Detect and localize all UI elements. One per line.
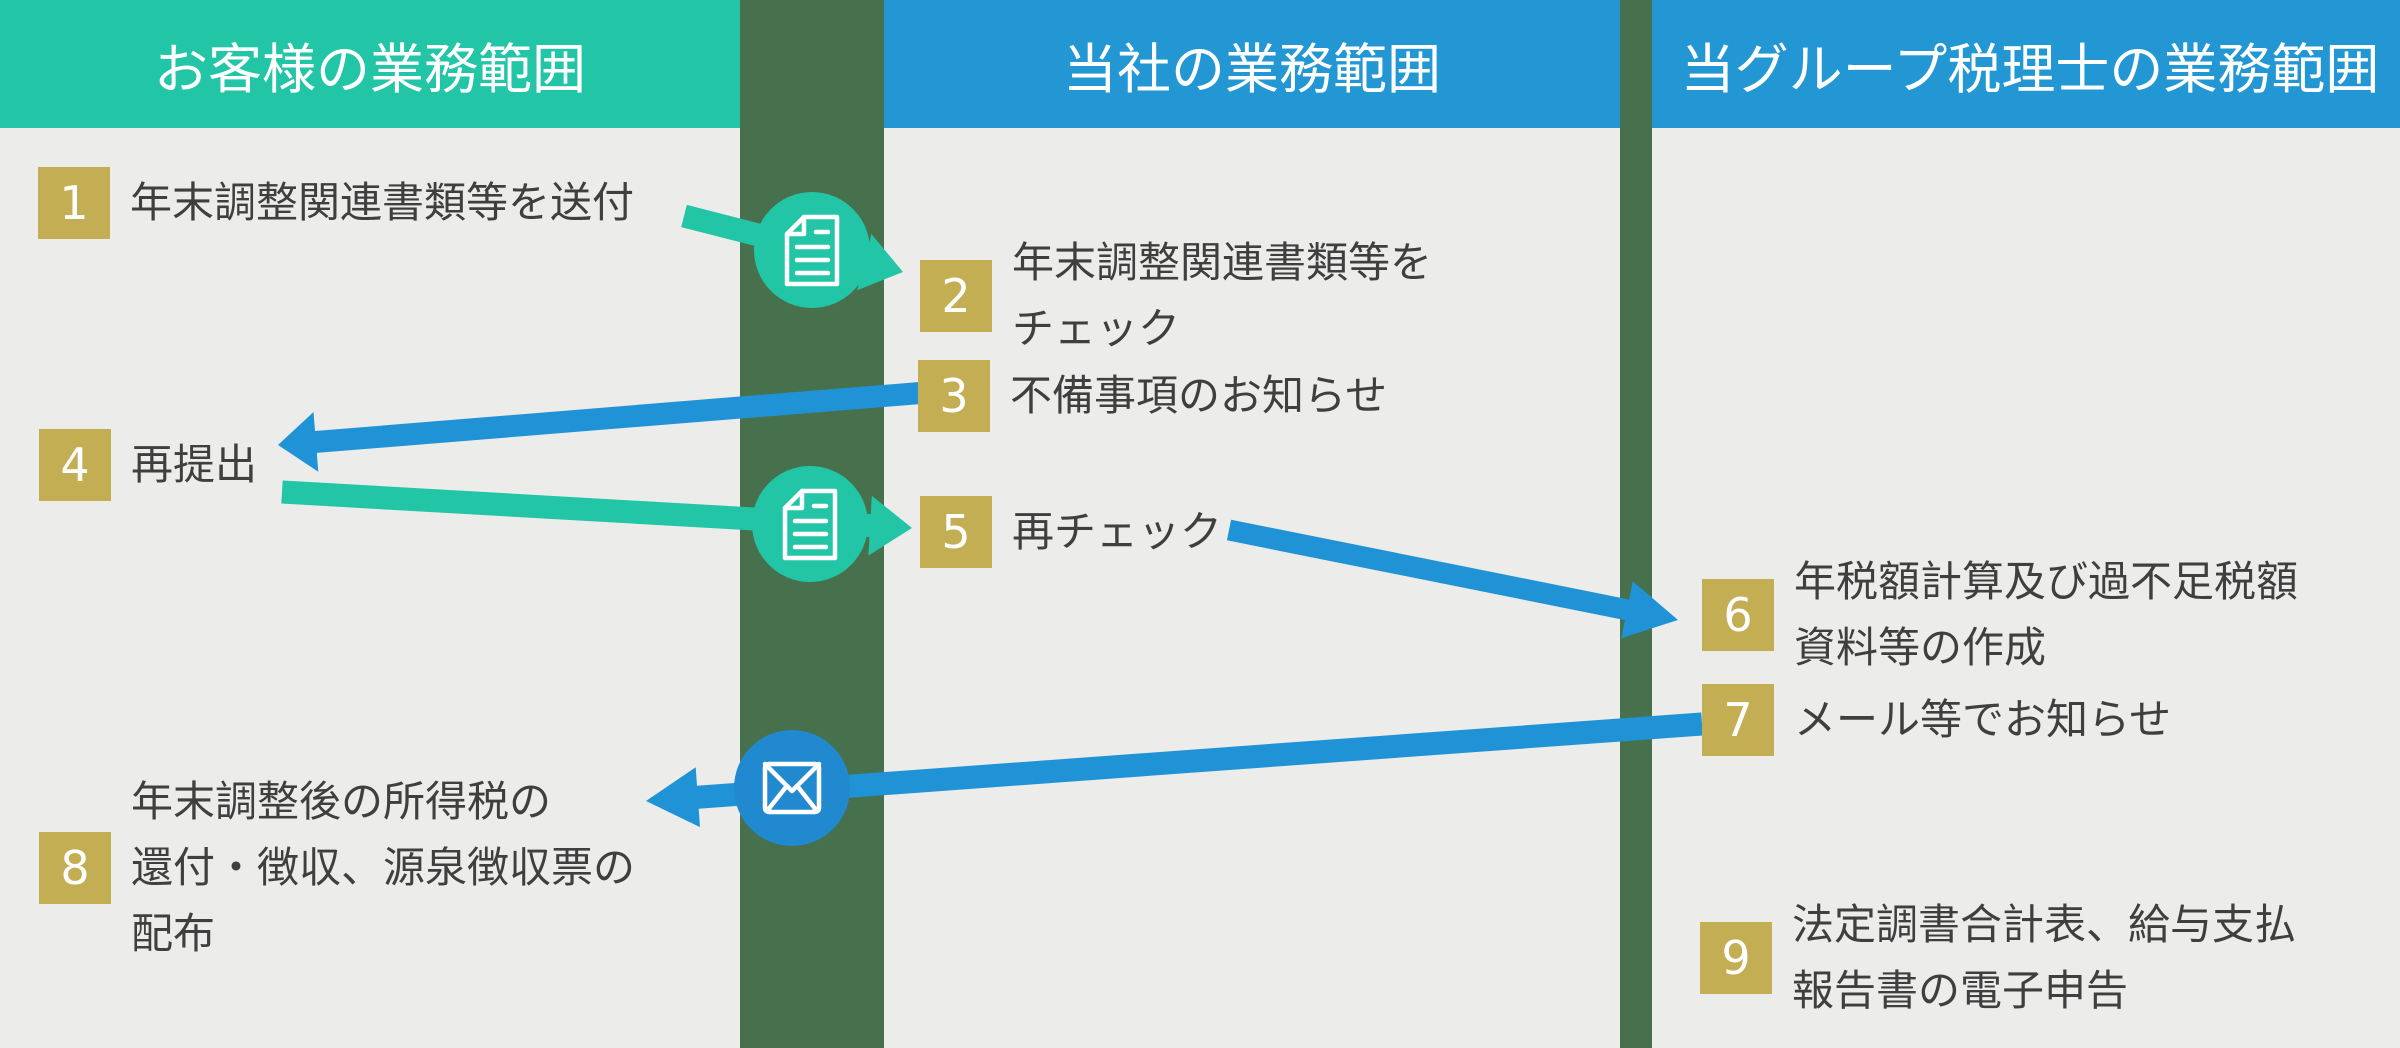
step-text-line: チェック — [1012, 304, 1181, 353]
step-8-text: 年末調整後の所得税の 還付・徴収、源泉徴収票の 配布 — [131, 769, 635, 967]
step-2-number-badge: 2 — [920, 260, 992, 332]
step-text-line: 年末調整関連書類等を送付 — [130, 178, 635, 227]
step-3-number-badge: 3 — [918, 360, 990, 432]
step-2: 2 年末調整関連書類等を チェック — [920, 230, 1432, 362]
connector-circle-1 — [754, 192, 870, 308]
step-8-number-badge: 8 — [39, 832, 111, 904]
step-4-text: 再提出 — [131, 432, 257, 498]
step-9-text: 法定調書合計表、給与支払 報告書の電子申告 — [1792, 892, 2296, 1024]
step-1-text: 年末調整関連書類等を送付 — [130, 170, 634, 236]
step-text-line: 再チェック — [1012, 507, 1223, 556]
step-6: 6 年税額計算及び過不足税額 資料等の作成 — [1702, 549, 2298, 681]
step-5-text: 再チェック — [1012, 499, 1222, 565]
step-7-number-badge: 7 — [1702, 684, 1774, 756]
step-4-number-badge: 4 — [39, 429, 111, 501]
step-4: 4 再提出 — [39, 429, 257, 501]
step-1-number-badge: 1 — [38, 167, 110, 239]
arrow-step5-to-step6 — [1226, 519, 1678, 639]
step-text-line: 資料等の作成 — [1794, 623, 2047, 672]
step-text-line: メール等でお知らせ — [1794, 695, 2172, 744]
arrow-step3-to-step4 — [278, 382, 921, 472]
step-3-text: 不備事項のお知らせ — [1010, 363, 1387, 429]
step-9-number-badge: 9 — [1700, 922, 1772, 994]
step-8: 8 年末調整後の所得税の 還付・徴収、源泉徴収票の 配布 — [39, 769, 635, 967]
step-text-line: 不備事項のお知らせ — [1010, 371, 1388, 420]
envelope-icon — [762, 761, 822, 815]
arrow-step4-to-step5 — [281, 480, 912, 556]
lane-header-company: 当社の業務範囲 — [884, 0, 1620, 128]
step-9: 9 法定調書合計表、給与支払 報告書の電子申告 — [1700, 892, 2296, 1024]
step-text-line: 年税額計算及び過不足税額 — [1794, 557, 2299, 606]
document-icon — [784, 214, 840, 287]
connector-circle-3 — [734, 730, 850, 846]
step-7-text: メール等でお知らせ — [1794, 687, 2171, 753]
step-text-line: 配布 — [131, 909, 216, 958]
step-1: 1 年末調整関連書類等を送付 — [38, 167, 634, 239]
step-5: 5 再チェック — [920, 496, 1222, 568]
step-6-text: 年税額計算及び過不足税額 資料等の作成 — [1794, 549, 2298, 681]
step-text-line: 報告書の電子申告 — [1792, 966, 2129, 1015]
step-6-number-badge: 6 — [1702, 579, 1774, 651]
step-3: 3 不備事項のお知らせ — [918, 360, 1387, 432]
lane-header-tax-accountant: 当グループ税理士の業務範囲 — [1660, 0, 2400, 128]
step-text-line: 再提出 — [131, 440, 258, 489]
arrow-step7-to-step8 — [646, 712, 1703, 828]
lane-divider-bar-right — [1620, 0, 1652, 1048]
lane-header-company-label: 当社の業務範囲 — [1063, 37, 1441, 101]
step-text-line: 還付・徴収、源泉徴収票の — [131, 843, 636, 892]
connector-circle-2 — [752, 466, 868, 582]
document-icon — [782, 488, 838, 561]
step-text-line: 年末調整関連書類等を — [1012, 238, 1433, 287]
step-7: 7 メール等でお知らせ — [1702, 684, 2171, 756]
step-text-line: 年末調整後の所得税の — [131, 777, 552, 826]
step-2-text: 年末調整関連書類等を チェック — [1012, 230, 1432, 362]
step-5-number-badge: 5 — [920, 496, 992, 568]
lane-header-customer-label: お客様の業務範囲 — [154, 37, 586, 101]
lane-header-tax-accountant-label: 当グループ税理士の業務範囲 — [1680, 37, 2380, 101]
step-text-line: 法定調書合計表、給与支払 — [1792, 900, 2297, 949]
lane-header-customer: お客様の業務範囲 — [0, 0, 740, 128]
